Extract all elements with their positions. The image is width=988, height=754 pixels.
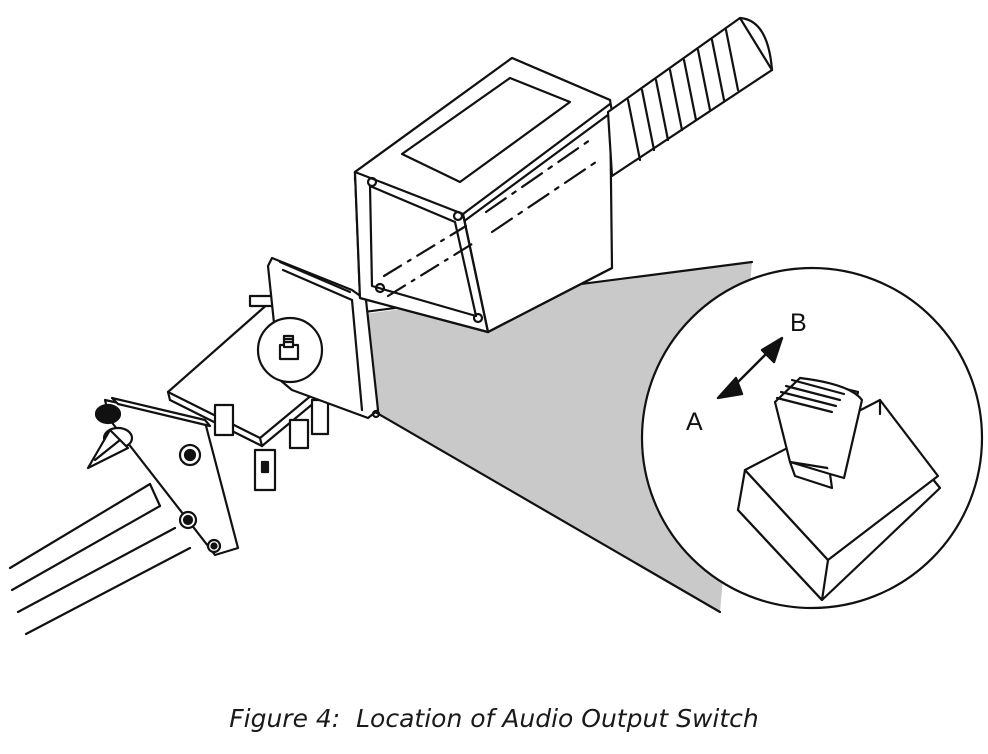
enclosure-housing	[353, 56, 614, 334]
probe-shaft	[8, 482, 192, 636]
label-position-a: A	[686, 408, 703, 436]
audio-switch-diagram: A B	[8, 16, 984, 636]
magnification-cone	[305, 262, 752, 612]
slide-switch-actuator	[773, 376, 864, 490]
label-position-b: B	[790, 309, 807, 337]
mounting-flange	[103, 396, 240, 557]
cable-strain-relief	[606, 16, 774, 178]
cone-edge-bottom	[318, 378, 722, 614]
figure-caption: Figure 4: Location of Audio Output Switc…	[229, 704, 759, 733]
bnc-connector	[86, 403, 134, 470]
switch-location-callout	[256, 316, 324, 384]
direction-arrow	[716, 336, 784, 400]
slide-switch-body	[736, 398, 942, 602]
